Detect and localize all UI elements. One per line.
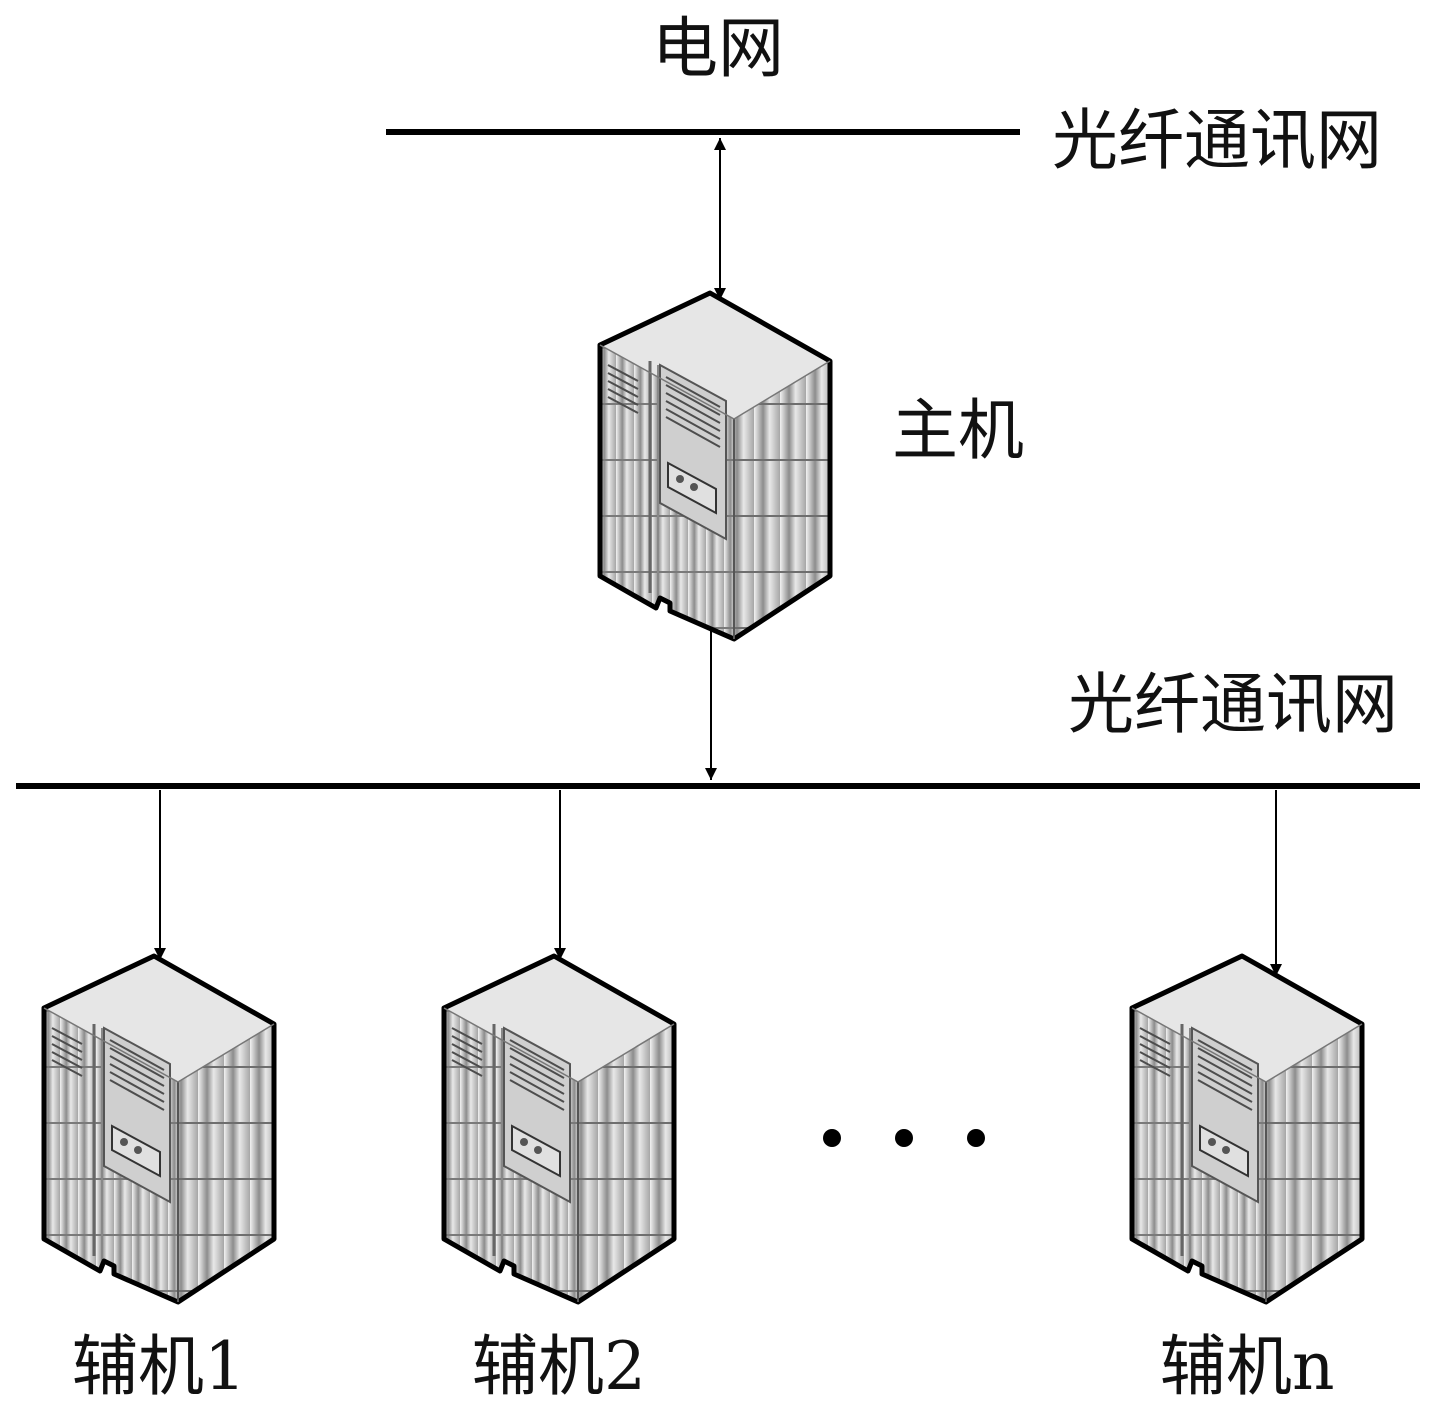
aux1-label: 辅机1 xyxy=(72,1328,246,1405)
fiber-network-top-label: 光纤通讯网 xyxy=(1052,102,1382,179)
fiber-network-bottom-label: 光纤通讯网 xyxy=(1068,666,1398,743)
server-rack-icon xyxy=(1132,956,1362,1302)
ellipsis-dots xyxy=(823,1129,985,1147)
aux2-label: 辅机2 xyxy=(472,1328,646,1405)
auxn-label: 辅机n xyxy=(1160,1328,1335,1405)
grid-label: 电网 xyxy=(652,10,784,87)
server-rack-icon xyxy=(444,956,674,1302)
server-rack-icon xyxy=(44,956,274,1302)
host-label: 主机 xyxy=(892,392,1024,469)
server-rack-icon xyxy=(600,293,830,639)
